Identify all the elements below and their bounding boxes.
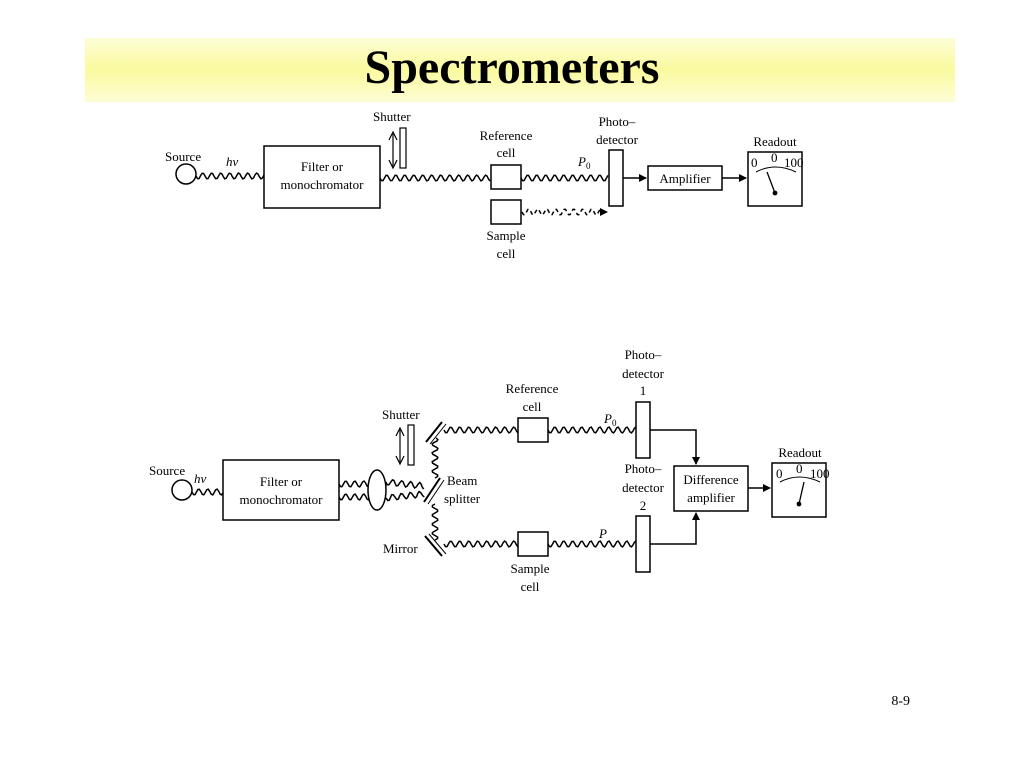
double-beam-lens-bottom (338, 493, 371, 501)
title-band (85, 38, 955, 102)
upper-mirror-icon (425, 421, 447, 445)
double-scale-left: 0 (776, 466, 783, 481)
photodetector1-label-3: 1 (640, 383, 647, 398)
single-sample-label-1: Sample (487, 228, 526, 243)
single-amplifier-box (647, 165, 723, 191)
photodetector-1 (635, 401, 651, 459)
double-p0-label: P0 (603, 411, 617, 428)
single-readout-label: Readout (753, 134, 797, 149)
single-filter-label-1: Filter or (301, 159, 344, 174)
single-shutter-label: Shutter (373, 109, 411, 124)
difference-amplifier-label-1: Difference (683, 472, 739, 487)
double-reference-cell (517, 417, 549, 443)
single-hv-label: hν (226, 154, 239, 169)
single-readout-meter-icon (747, 151, 803, 207)
double-beam-diagram: Source hν Filter or monochromator Beam s… (149, 347, 830, 594)
double-beam-to-detector1 (547, 426, 637, 434)
beam-splitter-label-1: Beam (447, 473, 477, 488)
double-source-lamp-icon (171, 479, 193, 501)
single-photodetector-label-1: Photo– (599, 114, 636, 129)
double-sample-label-1: Sample (511, 561, 550, 576)
single-beam-main (379, 174, 491, 182)
detector1-connector (650, 429, 700, 465)
difference-amplifier-box (673, 465, 749, 512)
slide-title: Spectrometers (364, 41, 660, 94)
single-beam-to-detector (520, 174, 609, 182)
double-beam-to-detector2 (547, 540, 637, 548)
single-filter-box (263, 145, 381, 209)
double-scale-right: 100 (810, 466, 830, 481)
single-source-lamp-icon (175, 163, 197, 185)
single-scale-mid: 0 (771, 150, 778, 165)
double-beam-source (191, 488, 224, 496)
detector2-connector (650, 512, 700, 545)
double-beam-lens-splitter-bottom (385, 490, 425, 502)
double-beam-splitter-down (431, 503, 439, 541)
single-beam-diagram: Source hν Filter or monochromator Shutte… (165, 109, 804, 261)
double-sample-cell (517, 531, 549, 557)
double-p-label: P (598, 526, 607, 541)
double-beam-lens-splitter-top (385, 479, 425, 490)
double-readout-meter-icon (771, 462, 827, 518)
single-filter-label-2: monochromator (280, 177, 364, 192)
single-reference-label-1: Reference (480, 128, 533, 143)
photodetector-2 (635, 515, 651, 573)
lower-mirror-icon (424, 533, 447, 557)
single-photodetector-label-2: detector (596, 132, 639, 147)
single-p0-label: P0 (577, 154, 591, 171)
double-sample-label-2: cell (521, 579, 540, 594)
single-shutter (399, 127, 407, 169)
beam-splitter-label-2: splitter (444, 491, 481, 506)
single-beam-source (195, 172, 265, 180)
single-reference-cell (490, 164, 522, 190)
double-reference-label-2: cell (523, 399, 542, 414)
single-sample-cell (490, 199, 522, 225)
double-filter-label-1: Filter or (260, 474, 303, 489)
single-source-label: Source (165, 149, 201, 164)
difference-amplifier-label-2: amplifier (687, 490, 735, 505)
single-sample-label-2: cell (497, 246, 516, 261)
double-beam-to-reference (443, 426, 519, 434)
double-beam-splitter-up (431, 437, 439, 479)
single-scale-right: 100 (784, 155, 804, 170)
double-source-label: Source (149, 463, 185, 478)
photodetector2-label-3: 2 (640, 498, 647, 513)
double-lens-icon (367, 469, 387, 511)
double-filter-label-2: monochromator (239, 492, 323, 507)
photodetector1-label-1: Photo– (625, 347, 662, 362)
double-beam-lens-top (338, 480, 371, 488)
double-shutter-label: Shutter (382, 407, 420, 422)
page-number: 8-9 (891, 694, 910, 709)
single-amplifier-label: Amplifier (659, 171, 711, 186)
single-photodetector (608, 149, 624, 207)
double-filter-box (222, 459, 340, 521)
photodetector2-label-1: Photo– (625, 461, 662, 476)
double-beam-to-sample (443, 540, 519, 548)
beam-splitter-icon (423, 477, 445, 505)
double-shutter (407, 424, 415, 466)
double-readout-label: Readout (778, 445, 822, 460)
double-reference-label-1: Reference (506, 381, 559, 396)
mirror-label: Mirror (383, 541, 418, 556)
single-reference-label-2: cell (497, 145, 516, 160)
double-scale-mid: 0 (796, 461, 803, 476)
photodetector2-label-2: detector (622, 480, 665, 495)
single-scale-left: 0 (751, 155, 758, 170)
photodetector1-label-2: detector (622, 366, 665, 381)
single-beam-sample-dashed (521, 208, 601, 216)
double-hv-label: hν (194, 471, 207, 486)
